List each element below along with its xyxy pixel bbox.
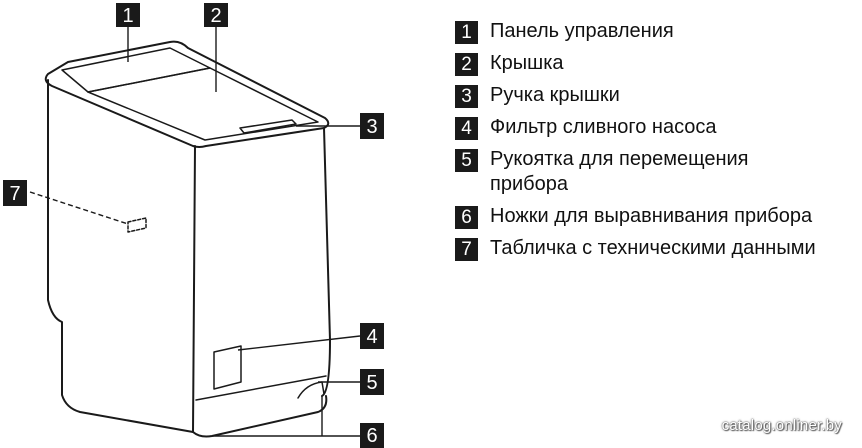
callout-badge-1: 1 — [116, 3, 140, 27]
watermark: catalog.onliner.by — [721, 417, 842, 434]
callout-badge-4: 4 — [360, 323, 384, 349]
svg-text:2: 2 — [210, 5, 221, 27]
svg-text:5: 5 — [366, 372, 377, 394]
legend-number: 7 — [455, 238, 478, 261]
legend-label: Крышка — [490, 52, 564, 74]
legend-number: 3 — [455, 85, 478, 108]
control-panel-outline — [61, 47, 211, 93]
legend-number: 1 — [455, 21, 478, 44]
legend-label: Ножки для выравнивания прибора — [490, 205, 813, 227]
legend-item-5: 5 Рукоятка для перемещения прибора — [455, 147, 790, 197]
legend-item-1: 1 Панель управления — [455, 19, 860, 44]
legend-item-7: 7 Табличка с техническими данными — [455, 236, 860, 261]
legend-label: Ручка крышки — [490, 84, 620, 106]
svg-text:4: 4 — [366, 326, 377, 348]
callout-badge-5: 5 — [360, 369, 384, 395]
lid-outline — [87, 67, 319, 141]
svg-text:1: 1 — [122, 5, 133, 27]
machine-front-edge — [192, 145, 196, 433]
plinth-line — [195, 375, 327, 401]
legend-number: 6 — [455, 206, 478, 229]
lid-handle-shape — [239, 119, 297, 134]
legend-item-6: 6 Ножки для выравнивания прибора — [455, 204, 860, 229]
svg-text:7: 7 — [9, 183, 20, 205]
rating-plate-shape — [127, 217, 147, 233]
parts-legend: 1 Панель управления 2 Крышка 3 Ручка кры… — [455, 19, 860, 268]
callout-badge-7: 7 — [3, 180, 27, 206]
svg-text:3: 3 — [366, 116, 377, 138]
machine-bottom — [192, 395, 328, 438]
legend-number: 4 — [455, 117, 478, 140]
legend-label: Рукоятка для перемещения прибора — [490, 148, 749, 195]
legend-number: 5 — [455, 149, 478, 172]
callout-badge-6: 6 — [360, 423, 384, 448]
legend-number: 2 — [455, 53, 478, 76]
legend-label: Табличка с техническими данными — [490, 237, 816, 259]
callout-badge-2: 2 — [204, 3, 228, 27]
legend-item-4: 4 Фильтр сливного насоса — [455, 115, 860, 140]
leader-line-4 — [237, 335, 361, 351]
machine-right-side — [321, 127, 331, 397]
machine-left-side — [47, 79, 194, 433]
machine-top-outline — [44, 40, 330, 148]
legend-label: Фильтр сливного насоса — [490, 116, 717, 138]
filter-door-outline — [213, 345, 242, 390]
legend-item-3: 3 Ручка крышки — [455, 83, 860, 108]
svg-text:6: 6 — [366, 425, 377, 447]
transport-handle-shape — [297, 381, 325, 399]
legend-label: Панель управления — [490, 20, 674, 42]
callout-badge-3: 3 — [360, 113, 384, 139]
legend-item-2: 2 Крышка — [455, 51, 860, 76]
leader-line-7 — [29, 191, 129, 225]
